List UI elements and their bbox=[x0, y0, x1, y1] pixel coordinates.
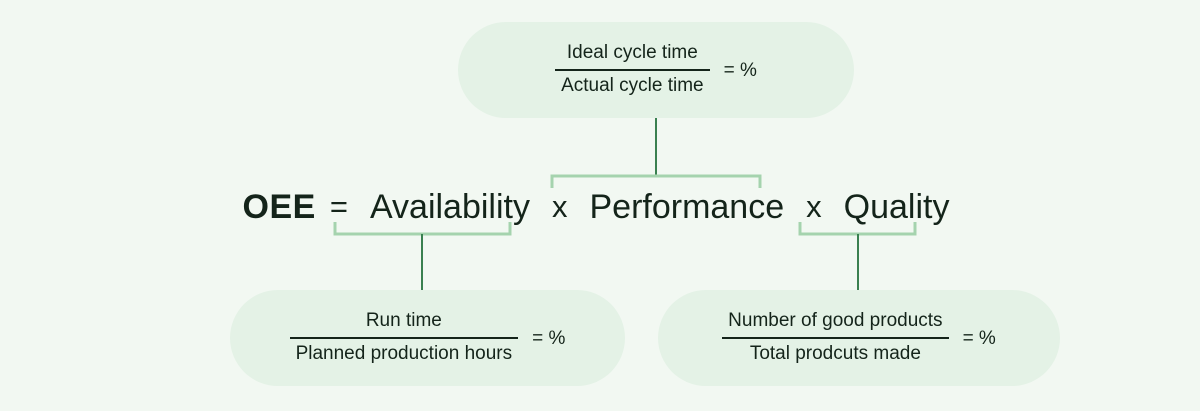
oee-acronym: OEE bbox=[242, 187, 316, 226]
quality-result: = % bbox=[962, 328, 996, 349]
availability-fraction: Run time Planned production hours bbox=[289, 309, 519, 366]
term-quality: Quality bbox=[843, 187, 950, 226]
multiply-sign-2: x bbox=[806, 189, 822, 224]
quality-denominator: Total prodcuts made bbox=[749, 343, 921, 364]
performance-result: = % bbox=[723, 60, 757, 81]
quality-fraction-bar bbox=[722, 337, 949, 339]
performance-formula-box: Ideal cycle time Actual cycle time = % bbox=[458, 22, 854, 118]
quality-fraction: Number of good products Total prodcuts m… bbox=[722, 309, 949, 366]
availability-fraction-bar bbox=[289, 337, 519, 339]
term-performance: Performance bbox=[589, 187, 785, 226]
quality-numerator: Number of good products bbox=[728, 310, 943, 332]
availability-denominator: Planned production hours bbox=[295, 343, 513, 364]
availability-numerator: Run time bbox=[365, 310, 442, 332]
performance-denominator: Actual cycle time bbox=[561, 75, 704, 96]
performance-numerator: Ideal cycle time bbox=[566, 42, 698, 64]
availability-formula-box: Run time Planned production hours = % bbox=[230, 290, 625, 386]
performance-fraction: Ideal cycle time Actual cycle time bbox=[555, 41, 710, 98]
equals-sign: = bbox=[329, 189, 348, 224]
availability-result: = % bbox=[532, 328, 566, 349]
oee-equation: OEE = Availability x Performance x Quali… bbox=[0, 181, 1200, 233]
multiply-sign-1: x bbox=[551, 189, 568, 224]
quality-formula-box: Number of good products Total prodcuts m… bbox=[658, 290, 1060, 386]
term-availability: Availability bbox=[369, 187, 530, 226]
performance-fraction-bar bbox=[555, 69, 710, 71]
